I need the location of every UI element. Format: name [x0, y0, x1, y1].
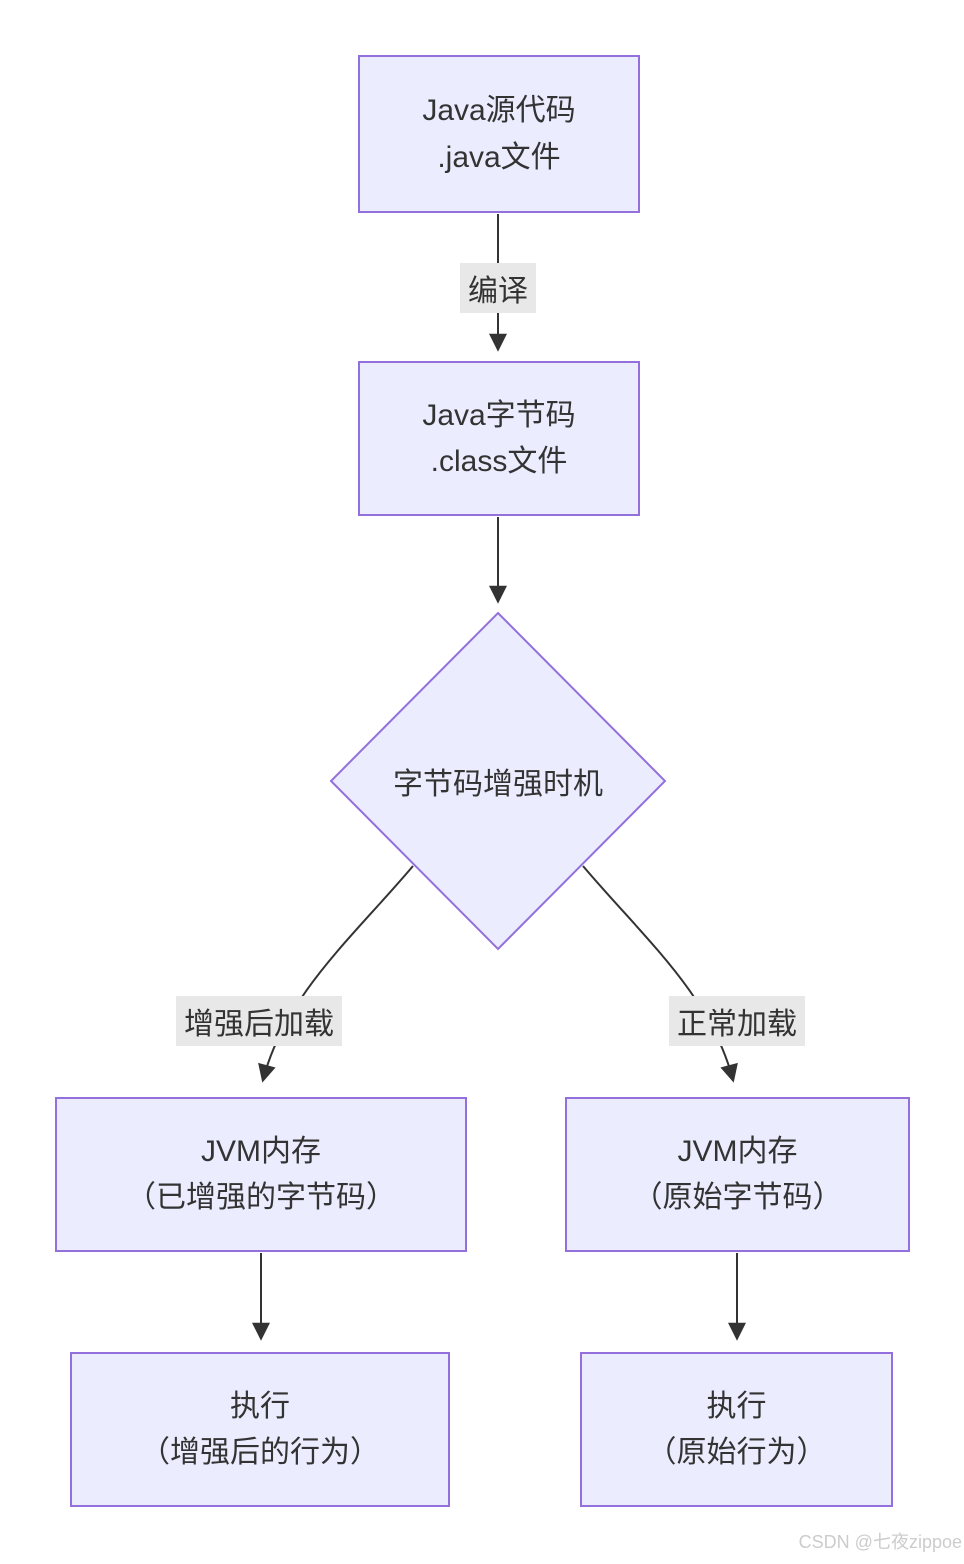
node-java-bytecode-line2: .class文件: [430, 445, 568, 478]
node-execute-original-line1: 执行: [706, 1389, 767, 1423]
edge-label-compile: 编译: [460, 263, 536, 313]
node-jvm-memory-enhanced: JVM内存 （已增强的字节码）: [55, 1097, 467, 1252]
node-execute-original: 执行 （原始行为）: [580, 1352, 893, 1507]
edge-decision-to-jvm-original: [582, 865, 738, 1083]
edge-label-normal-load: 正常加载: [669, 996, 805, 1046]
node-jvm-memory-original: JVM内存 （原始字节码）: [565, 1097, 910, 1252]
node-execute-enhanced-line2: （增强后的行为）: [140, 1436, 380, 1469]
node-execute-enhanced: 执行 （增强后的行为）: [70, 1352, 450, 1507]
node-jvm-memory-enhanced-line1: JVM内存: [201, 1134, 321, 1168]
node-java-source: Java源代码 .java文件: [358, 55, 640, 213]
decision-diamond-shape: [329, 611, 667, 951]
node-java-bytecode: Java字节码 .class文件: [358, 361, 640, 516]
edge-label-enhanced-load: 增强后加载: [176, 996, 342, 1046]
node-execute-enhanced-line1: 执行: [230, 1389, 290, 1423]
node-jvm-memory-enhanced-line2: （已增强的字节码）: [126, 1181, 396, 1214]
node-decision-label: 字节码增强时机: [393, 768, 603, 801]
csdn-watermark: CSDN @七夜zippoe: [798, 1532, 962, 1552]
node-java-bytecode-line1: Java字节码: [422, 398, 576, 432]
node-execute-original-line2: （原始行为）: [646, 1436, 827, 1469]
edge-decision-to-jvm-enhanced: [258, 865, 414, 1083]
node-jvm-memory-original-line2: （原始字节码）: [632, 1181, 843, 1214]
node-java-source-line1: Java源代码: [422, 94, 576, 127]
node-java-source-line2: .java文件: [437, 140, 561, 174]
node-jvm-memory-original-line1: JVM内存: [677, 1134, 798, 1168]
